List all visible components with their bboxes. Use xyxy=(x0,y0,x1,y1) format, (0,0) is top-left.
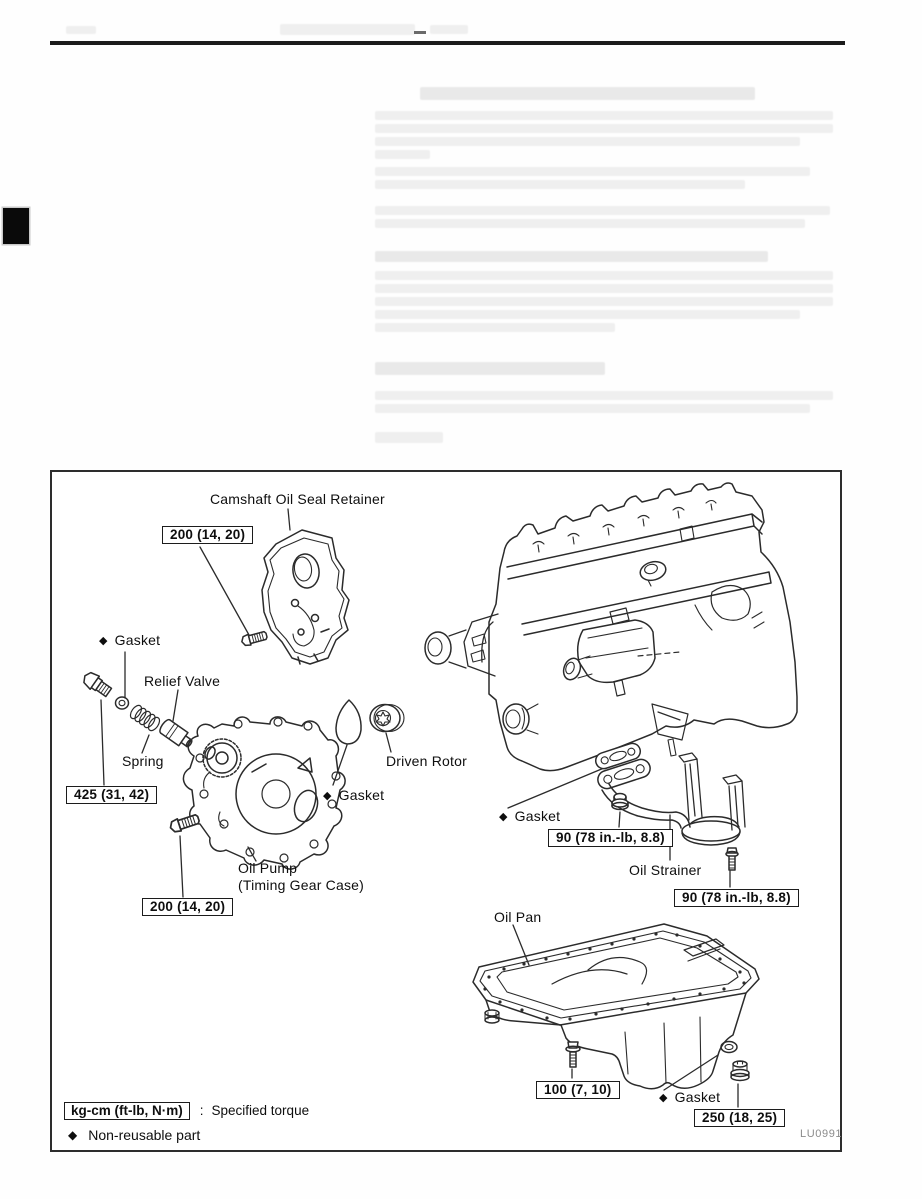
header-dash xyxy=(414,31,426,34)
faded-text-line xyxy=(375,391,833,400)
torque-oil-pan-bolt: 100 (7, 10) xyxy=(536,1081,620,1099)
faded-heading xyxy=(420,87,755,100)
faded-text-line xyxy=(375,137,800,146)
faded-text-line xyxy=(375,284,833,293)
legend-specified-torque: kg-cm (ft-lb, N·m):Specified torque xyxy=(64,1102,309,1120)
torque-relief-valve-plug: 425 (31, 42) xyxy=(66,786,158,804)
exploded-diagram-box: Camshaft Oil Seal Retainer ◆Gasket Relie… xyxy=(50,470,842,1152)
label-spring: Spring xyxy=(122,753,164,769)
non-reusable-diamond-icon: ◆ xyxy=(99,635,108,647)
faded-text-line xyxy=(375,124,833,133)
faded-text-line xyxy=(280,24,415,35)
label-gasket-strainer: ◆Gasket xyxy=(499,808,561,824)
label-relief-valve: Relief Valve xyxy=(144,673,221,689)
non-reusable-diamond-icon: ◆ xyxy=(659,1092,668,1104)
label-driven-rotor: Driven Rotor xyxy=(386,753,467,769)
faded-text-line xyxy=(375,323,615,332)
faded-text-line xyxy=(375,310,800,319)
faded-text-line xyxy=(430,25,468,34)
label-gasket-oil-pump: ◆Gasket xyxy=(323,787,385,803)
torque-camshaft-retainer-bolt: 200 (14, 20) xyxy=(162,526,254,544)
torque-drain-plug: 250 (18, 25) xyxy=(694,1109,786,1127)
faded-text-line xyxy=(375,167,810,176)
label-gasket-relief-valve: ◆Gasket xyxy=(99,632,161,648)
faded-text-line xyxy=(375,432,443,443)
non-reusable-diamond-icon: ◆ xyxy=(68,1128,78,1142)
faded-text-line xyxy=(375,404,810,413)
faded-text-line xyxy=(375,150,430,159)
torque-unit-box: kg-cm (ft-lb, N·m) xyxy=(64,1102,190,1120)
label-gasket-drain-plug: ◆Gasket xyxy=(659,1089,721,1105)
torque-oil-pump-bolt: 200 (14, 20) xyxy=(142,898,234,916)
figure-code: LU0991 xyxy=(800,1128,843,1140)
lubrication-exploded-artwork xyxy=(83,482,798,1108)
faded-text-line xyxy=(375,251,768,262)
faded-text-line xyxy=(375,180,745,189)
torque-oil-strainer-bolt: 90 (78 in.-lb, 8.8) xyxy=(674,889,799,907)
non-reusable-diamond-icon: ◆ xyxy=(499,811,508,823)
label-oil-strainer: Oil Strainer xyxy=(629,862,702,878)
non-reusable-diamond-icon: ◆ xyxy=(323,790,332,802)
faded-text-line xyxy=(375,297,833,306)
faded-heading xyxy=(375,362,605,375)
faded-text-line xyxy=(375,271,833,280)
faded-text-line xyxy=(66,26,96,34)
faded-text-line xyxy=(375,206,830,215)
label-oil-pan: Oil Pan xyxy=(494,909,542,925)
label-camshaft-oil-seal-retainer: Camshaft Oil Seal Retainer xyxy=(210,491,385,507)
label-oil-pump: Oil Pump (Timing Gear Case) xyxy=(238,860,364,893)
faded-text-line xyxy=(375,111,833,120)
legend-non-reusable: ◆Non-reusable part xyxy=(68,1127,201,1143)
faded-text-line xyxy=(375,219,805,228)
torque-oil-strainer-nut: 90 (78 in.-lb, 8.8) xyxy=(548,829,673,847)
thumb-index-tab xyxy=(3,208,29,244)
header-rule xyxy=(50,41,845,45)
